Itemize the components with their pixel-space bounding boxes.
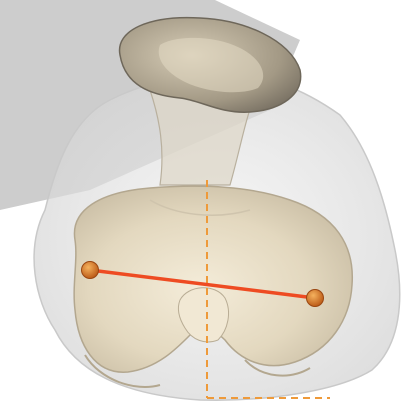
circle-marker-icon[interactable] [307, 290, 324, 307]
circle-marker-icon[interactable] [82, 262, 99, 279]
